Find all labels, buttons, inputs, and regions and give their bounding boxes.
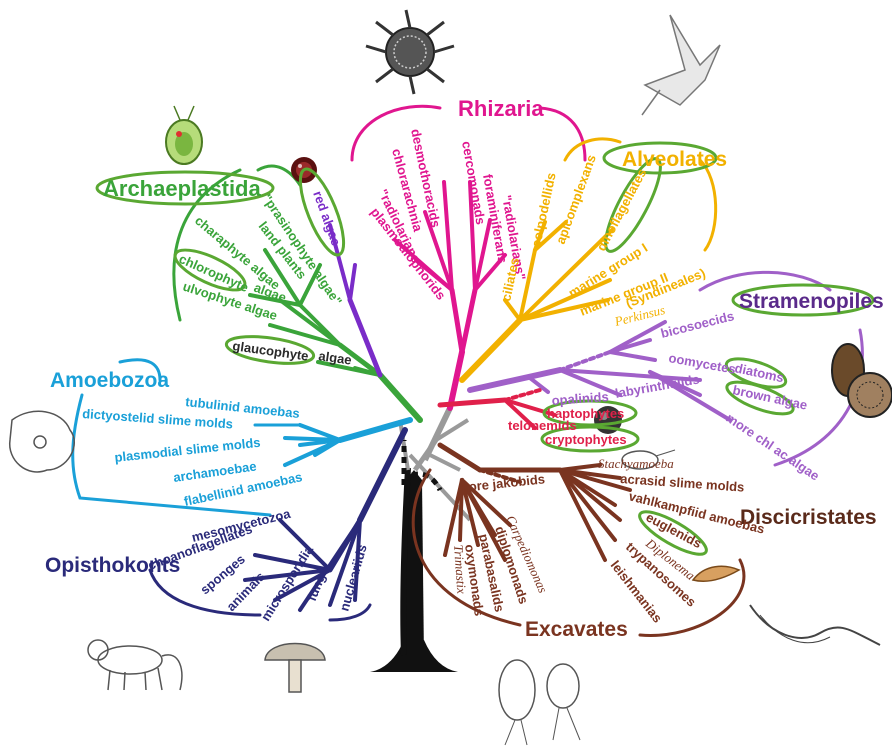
group-label-stramenopiles: Stramenopiles xyxy=(739,290,884,313)
highlight-ovals xyxy=(95,141,875,556)
group-label-discicristates: Discicristates xyxy=(740,506,877,529)
taxon-label: more chl ac algae xyxy=(723,410,822,483)
group-label-amoebozoa: Amoebozoa xyxy=(50,369,169,392)
hapto-crypto-clade xyxy=(437,388,557,430)
dinoflagellate-drawing-icon xyxy=(641,14,721,116)
taxon-label: opalinids xyxy=(551,389,609,408)
amoebozoa-clade xyxy=(71,358,413,517)
taxon-label: Stachyamoeba xyxy=(598,456,674,471)
taxon-label: Trimastix xyxy=(451,544,469,594)
excavate-cells-drawing-icon xyxy=(498,659,581,746)
trypanosome-drawing-icon xyxy=(749,604,881,646)
alveolates-clade xyxy=(459,137,718,383)
taxon-label: bicosoecids xyxy=(659,308,736,341)
red-algae-branch xyxy=(328,223,383,378)
mushroom-drawing-icon xyxy=(264,642,326,693)
opisthokonts-clade xyxy=(148,427,408,622)
taxon-label: core jakobids xyxy=(461,471,546,495)
amoeba-drawing-icon xyxy=(9,410,75,473)
monkey-drawing-icon xyxy=(87,639,183,691)
tree-root xyxy=(370,406,472,672)
radiolarian-drawing-icon xyxy=(365,9,455,95)
diatom-drawings-icon xyxy=(831,343,892,418)
taxon-label: haptophytes xyxy=(547,406,624,421)
group-label-rhizaria: Rhizaria xyxy=(458,96,544,121)
taxon-label: algae xyxy=(318,348,353,367)
cryptophyte-drawing-icon xyxy=(621,449,676,470)
green-alga-cell-icon xyxy=(165,105,203,165)
group-label-archaeplastida: Archaeplastida xyxy=(103,176,261,201)
euglena-drawing-icon xyxy=(691,565,741,582)
excavates-clade xyxy=(411,442,746,637)
group-label-alveolates: Alveolates xyxy=(622,148,727,171)
rhizaria-clade xyxy=(350,104,587,411)
taxon-label: oomycetes xyxy=(667,350,736,377)
stramenopiles-clade xyxy=(467,270,864,467)
taxon-label: apicomplexans xyxy=(553,153,599,246)
taxon-label: telonemids xyxy=(508,418,577,433)
group-label-excavates: Excavates xyxy=(525,618,628,641)
taxon-label: cryptophytes xyxy=(545,432,627,447)
group-label-opisthokonts: Opisthokonts xyxy=(45,554,180,577)
archaeplastida-clade xyxy=(172,164,423,423)
taxon-label: glaucophyte xyxy=(232,338,310,364)
